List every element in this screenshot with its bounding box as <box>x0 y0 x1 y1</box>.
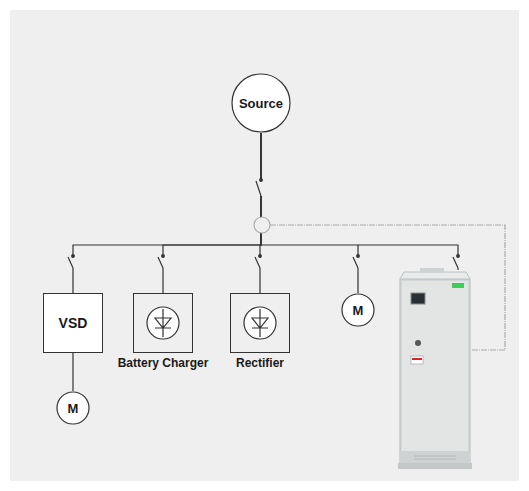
converter-box: Battery Charger <box>113 293 213 371</box>
wire <box>163 133 261 293</box>
converter-outline <box>133 293 193 353</box>
node-label: M <box>68 401 79 416</box>
source-circle: Source <box>231 73 291 133</box>
node-label: M <box>353 303 364 318</box>
node-label: VSD <box>59 315 88 331</box>
process-box: VSD <box>43 293 103 353</box>
switch-symbol <box>158 255 165 268</box>
converter-box: Rectifier <box>210 293 310 371</box>
node-label: Rectifier <box>210 357 310 371</box>
switch-symbol <box>256 179 263 196</box>
capacitor-cabinet <box>398 268 472 469</box>
bus-wire <box>358 245 458 270</box>
wire <box>73 133 261 293</box>
node-label: Source <box>239 96 283 111</box>
switch-symbol <box>68 255 75 268</box>
switch-symbol <box>353 255 360 268</box>
motor-circle: M <box>341 293 375 327</box>
wire <box>261 133 358 293</box>
diode-symbol <box>244 307 276 339</box>
motor-circle: M <box>56 391 90 425</box>
panel <box>10 10 519 481</box>
converter-outline <box>230 293 290 353</box>
current-transformer <box>254 217 270 233</box>
wire <box>72 353 73 391</box>
switch-symbol <box>453 255 460 268</box>
diode-symbol <box>147 307 179 339</box>
switch-symbol <box>255 255 262 268</box>
node-label: Battery Charger <box>113 357 213 371</box>
